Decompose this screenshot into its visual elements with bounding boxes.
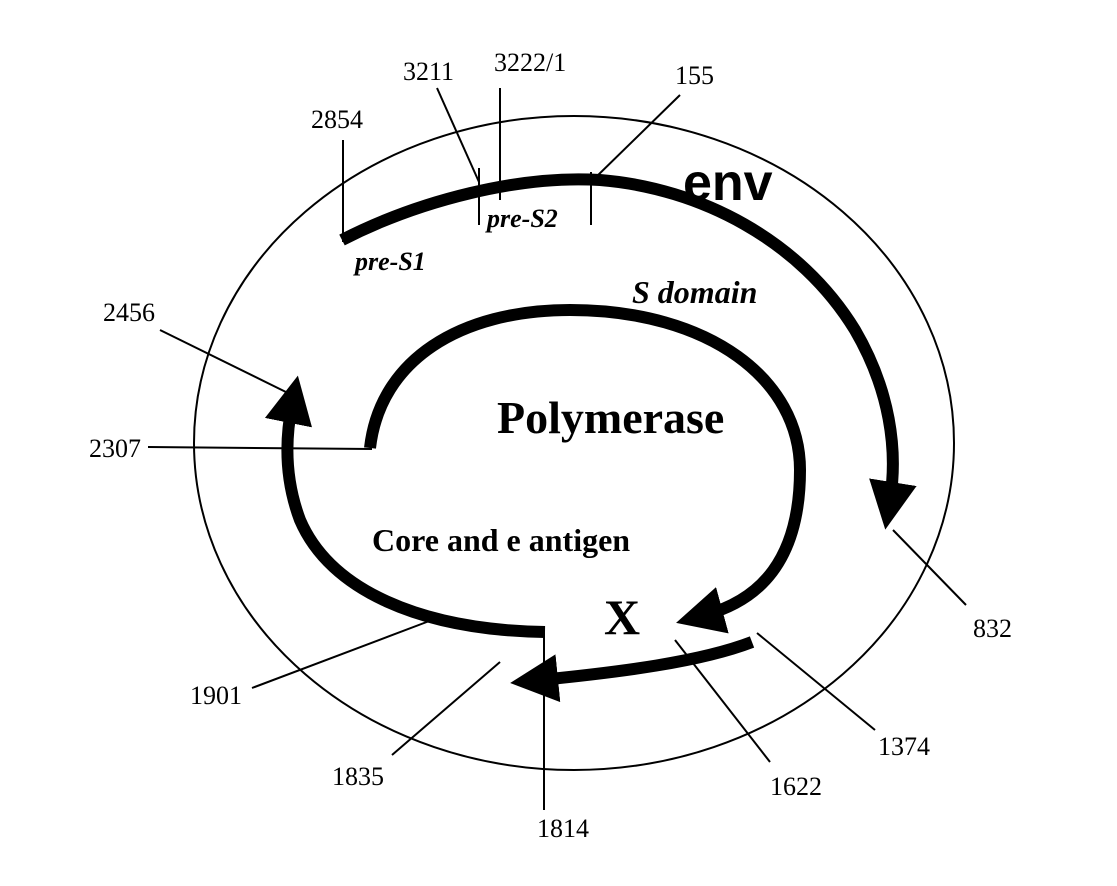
position-2854: 2854 [311,105,363,134]
env-orf-arrow [339,173,917,530]
leader-1835 [391,661,501,756]
position-2456: 2456 [103,298,155,327]
env-label: env [683,154,773,212]
pre-s2-label: pre-S2 [485,204,558,233]
leader-3211 [436,87,480,183]
polymerase-label: Polymerase [497,392,724,443]
position-1835: 1835 [332,762,384,791]
leader-2456 [159,329,293,396]
position-1622: 1622 [770,772,822,801]
leader-2307 [147,446,373,450]
position-3222: 3222/1 [494,48,566,77]
position-1814: 1814 [537,814,589,843]
position-832: 832 [973,614,1012,643]
genome-outer-ellipse [193,115,955,771]
pre-s1-label: pre-S1 [353,247,426,276]
x-orf-arrow [510,636,755,703]
x-gene-label: X [604,589,640,645]
polymerase-orf-arrow [364,303,807,634]
leader-832 [892,529,967,606]
s-domain-label: S domain [632,274,757,310]
position-2307: 2307 [89,434,141,463]
core-label: Core and e antigen [372,522,630,558]
position-1374: 1374 [878,732,930,761]
leader-1622 [674,639,771,763]
core-orf-arrow [264,375,546,638]
leader-1901 [251,619,433,689]
position-1901: 1901 [190,681,242,710]
leader-1374 [756,632,876,731]
leader-155 [592,94,681,181]
position-155: 155 [675,61,714,90]
position-3211: 3211 [403,57,454,86]
